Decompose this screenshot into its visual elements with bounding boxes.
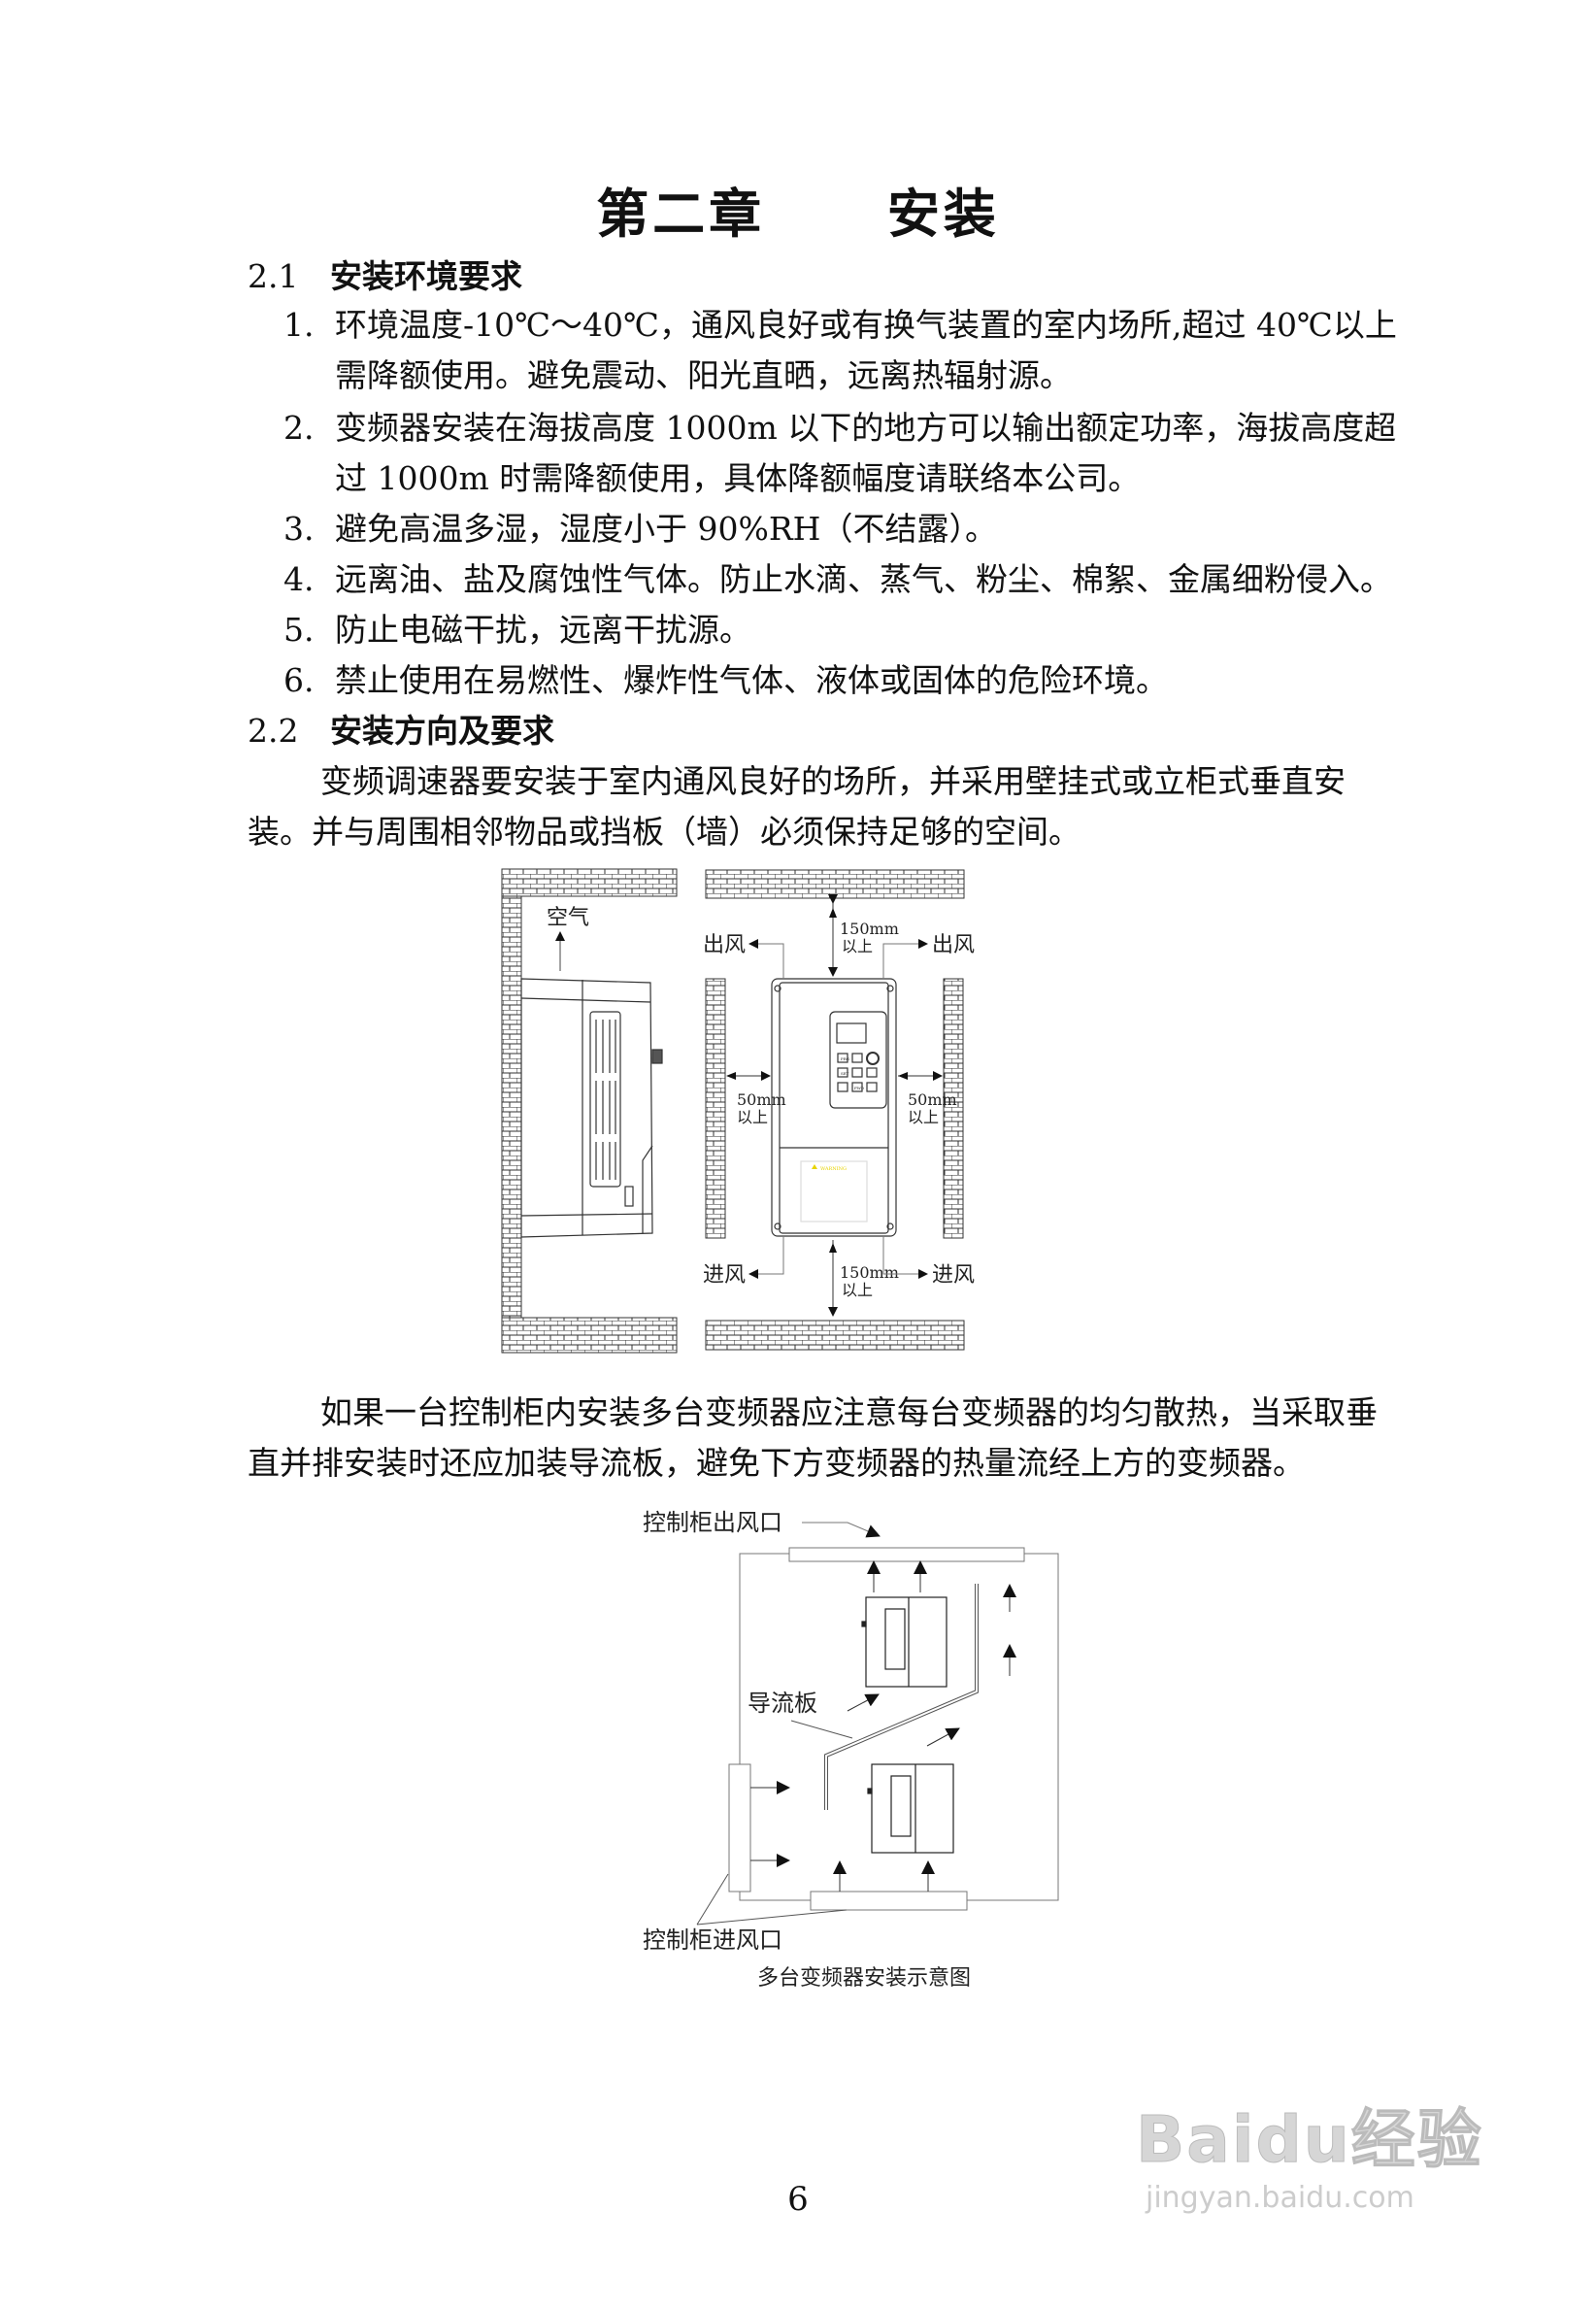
arrow-head-icon xyxy=(898,1072,908,1080)
paragraph-line: 直并排安装时还应加装导流板，避免下方变频器的热量流经上方的变频器。 xyxy=(248,1444,1305,1482)
wall-bottom xyxy=(501,1317,678,1354)
cabinet-inlet-bottom xyxy=(810,1891,968,1911)
cabinet-inlet-left xyxy=(728,1763,751,1892)
paragraph-line: 装。并与周围相邻物品或挡板（墙）必须保持足够的空间。 xyxy=(248,813,1081,851)
right-clearance-unit: 以上 xyxy=(908,1108,939,1126)
section-title: 安装方向及要求 xyxy=(330,712,554,750)
item-text: 避免高温多湿，湿度小于 90%RH（不结露）。 xyxy=(335,510,997,548)
item-number: 4. xyxy=(283,560,315,598)
outlet-left-label: 出风 xyxy=(703,933,746,957)
cabinet-outlet xyxy=(788,1547,1025,1562)
watermark-url: jingyan.baidu.com xyxy=(1146,2181,1414,2215)
item-text: 防止电磁干扰，远离干扰源。 xyxy=(335,611,751,649)
figure-caption: 多台变频器安装示意图 xyxy=(757,1966,971,1991)
item-number: 2. xyxy=(283,409,315,447)
front-view-diagram: PRG SET FWD WARNING 150mm 以上 150mm 以上 50… xyxy=(703,869,975,1351)
left-clearance-value: 50mm xyxy=(737,1090,786,1109)
inlet-right-label: 进风 xyxy=(932,1263,975,1288)
list-item: 5. 防止电磁干扰，远离干扰源。 xyxy=(283,604,751,651)
arrow-head-icon xyxy=(829,908,837,918)
paragraph-line: 变频调速器要安装于室内通风良好的场所，并采用壁挂式或立柜式垂直安 xyxy=(320,762,1346,800)
inlet-right-arrow-icon xyxy=(882,1236,928,1279)
airflow-arrows xyxy=(696,1522,1016,1926)
arrow-head-icon xyxy=(829,1243,837,1253)
warning-label: WARNING xyxy=(820,1166,847,1172)
outlet-label: 控制柜出风口 xyxy=(643,1509,782,1536)
chapter-name: 安装 xyxy=(886,183,1000,245)
list-item-continuation: 过 1000m 时需降额使用，具体降额幅度请联络本公司。 xyxy=(335,459,1141,497)
inlet-left-label: 进风 xyxy=(703,1263,746,1288)
outlet-left-arrow-icon xyxy=(748,939,784,979)
inlet-label: 控制柜进风口 xyxy=(643,1926,782,1954)
item-number: 3. xyxy=(283,510,315,548)
inverter-lower xyxy=(867,1763,954,1854)
outlet-right-label: 出风 xyxy=(932,933,975,957)
item-text: 环境温度-10℃～40℃，通风良好或有换气装置的室内场所,超过 40℃以上 xyxy=(335,306,1397,344)
arrow-diag-icon xyxy=(926,1727,960,1747)
deflector-pointer xyxy=(790,1720,853,1739)
list-item: 4. 远离油、盐及腐蚀性气体。防止水滴、蒸气、粉尘、棉絮、金属细粉侵入。 xyxy=(283,553,1392,600)
section-title: 安装环境要求 xyxy=(330,257,522,295)
wall-right xyxy=(943,978,964,1239)
air-label: 空气 xyxy=(547,906,589,930)
inverter-side-view xyxy=(520,978,663,1238)
arrow-head-icon xyxy=(726,1072,736,1080)
right-clearance-value: 50mm xyxy=(908,1090,957,1109)
item-text: 远离油、盐及腐蚀性气体。防止水滴、蒸气、粉尘、棉絮、金属细粉侵入。 xyxy=(335,560,1392,598)
set-key-label: SET xyxy=(841,1071,849,1076)
watermark-brand: Baidu经验 xyxy=(1136,2102,1483,2178)
warning-icon xyxy=(812,1164,817,1169)
wall-left xyxy=(705,978,726,1239)
outlet-pointer-icon xyxy=(802,1522,881,1538)
keypad xyxy=(829,1011,887,1109)
inverter-front-view xyxy=(771,978,897,1237)
wall-bottom xyxy=(705,1320,965,1351)
inlet-pointer xyxy=(696,1873,848,1926)
inverter-upper xyxy=(861,1596,948,1688)
top-clearance-unit: 以上 xyxy=(842,937,873,955)
item-text: 变频器安装在海拔高度 1000m 以下的地方可以输出额定功率，海拔高度超 xyxy=(335,409,1397,447)
outlet-right-arrow-icon xyxy=(882,939,928,979)
multi-inverter-diagram: 控制柜出风口 导流板 控制柜进风口 多台变频器安装示意图 xyxy=(643,1509,1059,1991)
arrow-diag-icon xyxy=(847,1693,880,1712)
list-item: 2. 变频器安装在海拔高度 1000m 以下的地方可以输出额定功率，海拔高度超 xyxy=(283,402,1396,449)
list-item: 6. 禁止使用在易燃性、爆炸性气体、液体或固体的危险环境。 xyxy=(283,654,1168,701)
section-number: 2.2 xyxy=(248,712,299,750)
side-view-diagram: 空气 xyxy=(501,868,678,1354)
chapter-label: 第二章 xyxy=(596,183,766,245)
fwd-key-label: FWD xyxy=(854,1086,864,1090)
baidu-watermark-logo: Baidu经验 jingyan.baidu.com xyxy=(1136,2088,1483,2216)
list-item: 3. 避免高温多湿，湿度小于 90%RH（不结露）。 xyxy=(283,503,997,550)
bottom-clearance-value: 150mm xyxy=(840,1263,899,1282)
list-item-continuation: 需降额使用。避免震动、阳光直晒，远离热辐射源。 xyxy=(335,356,1072,394)
section-heading-2-1: 2.1 安装环境要求 xyxy=(248,251,522,297)
left-clearance-unit: 以上 xyxy=(737,1108,768,1126)
deflector-label: 导流板 xyxy=(748,1690,817,1717)
wall-top xyxy=(705,869,965,899)
bottom-clearance-unit: 以上 xyxy=(842,1281,873,1299)
page-number: 6 xyxy=(787,2180,809,2219)
inlet-left-arrow-icon xyxy=(748,1236,784,1279)
wall-left xyxy=(501,895,522,1320)
wall-top xyxy=(501,868,678,897)
chapter-title: 第二章 安装 xyxy=(0,171,1596,248)
prg-key-label: PRG xyxy=(841,1056,849,1061)
top-clearance-value: 150mm xyxy=(840,920,899,938)
item-number: 5. xyxy=(283,611,315,649)
cabinet-outline xyxy=(739,1553,1059,1901)
item-text: 禁止使用在易燃性、爆炸性气体、液体或固体的危险环境。 xyxy=(335,661,1168,699)
section-heading-2-2: 2.2 安装方向及要求 xyxy=(248,705,554,752)
paragraph-line: 如果一台控制柜内安装多台变频器应注意每台变频器的均匀散热，当采取垂 xyxy=(320,1393,1378,1431)
item-number: 1. xyxy=(283,306,315,344)
list-item: 1. 环境温度-10℃～40℃，通风良好或有换气装置的室内场所,超过 40℃以上 xyxy=(283,299,1397,346)
item-number: 6. xyxy=(283,661,315,699)
section-number: 2.1 xyxy=(248,257,299,295)
